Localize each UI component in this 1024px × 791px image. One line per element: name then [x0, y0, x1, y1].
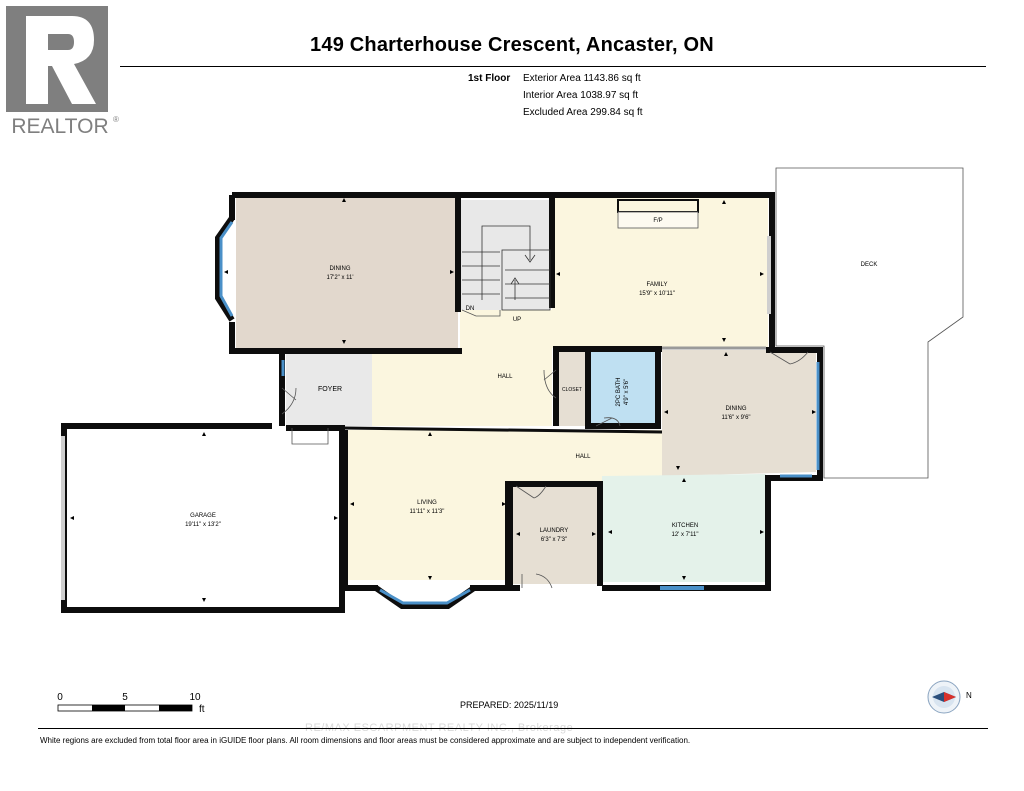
- room-dims-family: 15'9" x 10'11": [639, 291, 675, 297]
- interior-area: Interior Area 1038.97 sq ft: [523, 90, 639, 101]
- room-dims-dining-lower: 11'6" x 9'6": [721, 415, 750, 421]
- room-name-dining-lower: DINING: [726, 406, 747, 412]
- scale-tick-5: 5: [122, 692, 128, 703]
- interior-wall-hall: [344, 426, 663, 434]
- dining-upper-fill: [236, 198, 458, 348]
- foyer-fill: [286, 352, 372, 426]
- room-name-kitchen: KITCHEN: [672, 523, 698, 529]
- hall-upper-fill: [372, 310, 552, 426]
- fireplace-box: [617, 211, 699, 229]
- logo-text: REALTOR: [11, 115, 108, 138]
- room-dims-dining-upper: 17'2" x 11': [327, 275, 354, 281]
- room-dims-bath: 4'9" x 5'6": [624, 379, 630, 405]
- floor-label: 1st Floor: [468, 73, 511, 84]
- closet-fill: [556, 352, 586, 426]
- stairs-fill: [460, 200, 550, 310]
- room-name-living: LIVING: [417, 500, 437, 506]
- room-dims-living: 11'11" x 11'3": [410, 509, 445, 515]
- room-name-garage: GARAGE: [190, 513, 216, 519]
- room-name-deck: DECK: [861, 262, 878, 268]
- prepared-date: PREPARED: 2025/11/19: [460, 700, 559, 710]
- doors: [281, 309, 809, 589]
- room-name-dining-upper: DINING: [330, 266, 351, 272]
- compass-icon: [927, 680, 961, 714]
- scale-unit: ft: [199, 704, 205, 715]
- bay-window-upper: [215, 216, 235, 322]
- room-name-laundry: LAUNDRY: [540, 528, 569, 534]
- walls: [61, 192, 823, 613]
- stairs-up-label: UP: [513, 317, 521, 323]
- dimension-arrows: [70, 198, 816, 602]
- exterior-area: Exterior Area 1143.86 sq ft: [523, 73, 641, 84]
- room-dims-garage: 19'11" x 13'2": [185, 522, 221, 528]
- scale-tick-10: 10: [189, 692, 201, 703]
- excluded-area: Excluded Area 299.84 sq ft: [523, 107, 643, 118]
- room-name-hall-upper: HALL: [497, 374, 513, 380]
- realtor-logo: REALTOR ®: [6, 6, 119, 138]
- room-dims-kitchen: 12' x 7'11": [672, 532, 699, 538]
- svg-text:®: ®: [113, 115, 119, 124]
- compass-north-label: N: [966, 691, 972, 700]
- kitchen-fill: [602, 474, 766, 582]
- title-rule: [120, 66, 986, 67]
- hall-lower-fill: [508, 430, 662, 482]
- fireplace-label: F/P: [653, 218, 662, 224]
- bay-window-upper-glass: [219, 221, 234, 317]
- room-name-bath: 2PC BATH: [616, 378, 622, 407]
- garage-fill: [66, 429, 338, 606]
- bath-fill: [590, 352, 656, 426]
- disclaimer-text: White regions are excluded from total fl…: [40, 736, 691, 745]
- dining-lower-fill: [662, 350, 816, 476]
- bay-window-living-glass: [379, 588, 471, 605]
- page-title: 149 Charterhouse Crescent, Ancaster, ON: [310, 34, 714, 56]
- room-name-family: FAMILY: [647, 282, 668, 288]
- stairs-down-label: DN: [466, 306, 475, 312]
- laundry-fill: [512, 486, 598, 584]
- living-fill: [348, 430, 508, 580]
- room-name-closet: CLOSET: [562, 387, 582, 393]
- scale-bar: [57, 704, 193, 712]
- footer-rule: [38, 728, 988, 729]
- room-dims-laundry: 6'3" x 7'3": [541, 537, 567, 543]
- room-name-hall-lower: HALL: [575, 454, 591, 460]
- scale-tick-0: 0: [57, 692, 63, 703]
- room-name-foyer: FOYER: [318, 386, 342, 393]
- bay-window-living: [374, 585, 476, 609]
- stairs: [462, 225, 551, 311]
- deck-outline: [775, 167, 964, 479]
